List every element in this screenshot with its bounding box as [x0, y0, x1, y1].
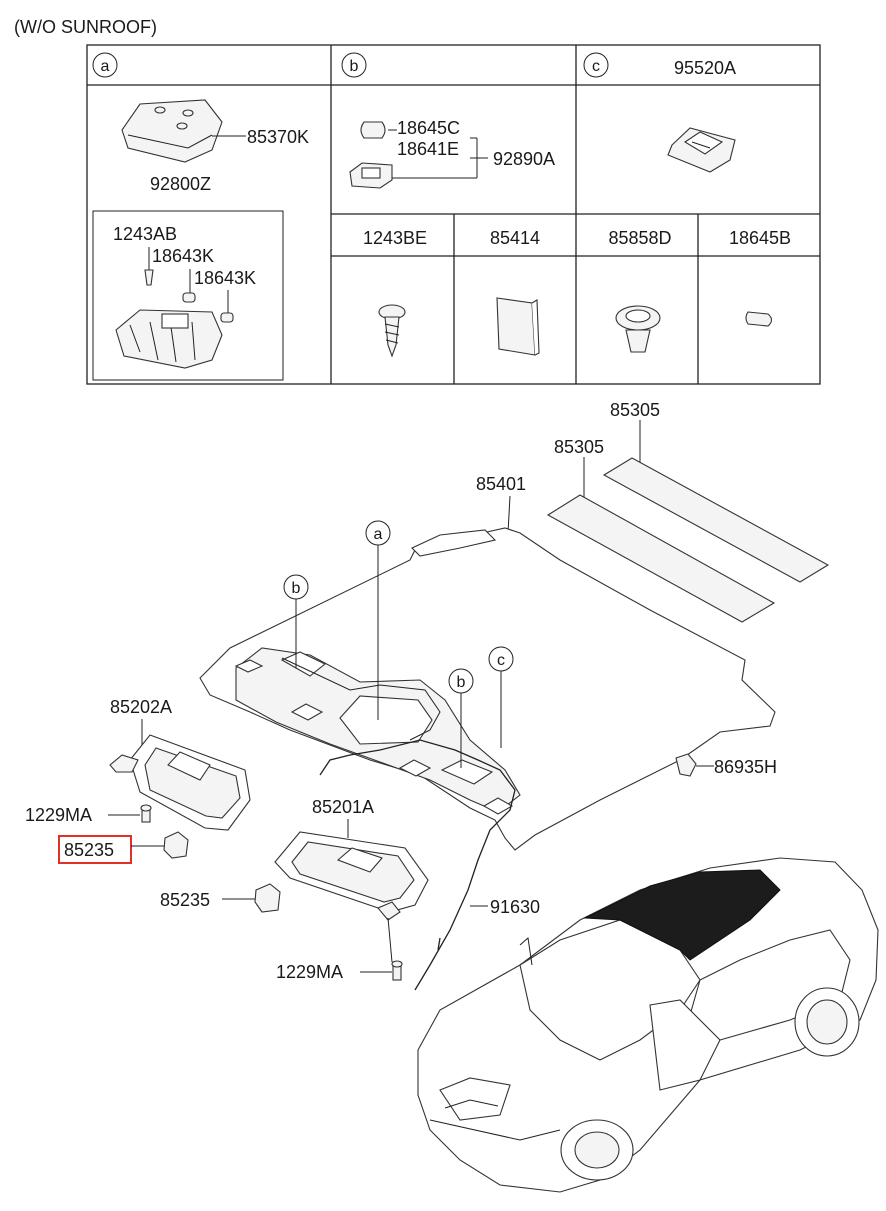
part-1243AB: 1243AB: [113, 224, 177, 244]
table-circle-c: [583, 52, 609, 78]
lamp-assembly-drawing: [115, 247, 234, 369]
table-circle-c-label: c: [592, 58, 600, 75]
diagram-title: (W/O SUNROOF): [14, 17, 157, 37]
table-circle-a-label: a: [101, 58, 110, 75]
part-18643K-b: 18643K: [194, 268, 256, 288]
label-85305-top: 85305: [610, 400, 660, 420]
callout-a-label: a: [374, 526, 383, 543]
highlight-box-85235: [58, 835, 132, 864]
headliner-drawing: [199, 527, 776, 991]
visor-holder-left-drawing: [163, 831, 189, 859]
clip-86935H-drawing: [675, 753, 697, 777]
label-85305-mid: 85305: [554, 437, 604, 457]
sensor-drawing-c: [667, 127, 736, 173]
bulb-drawing-small: [745, 311, 773, 327]
clip-drawing: [615, 305, 661, 353]
screw-left-drawing: [140, 804, 152, 823]
sun-visor-right-drawing: [274, 831, 429, 921]
part-85414: 85414: [490, 228, 540, 248]
visor-holder-right-drawing: [254, 883, 281, 913]
trim-strips: [546, 420, 830, 623]
label-85235-lower: 85235: [160, 890, 210, 910]
label-85235-highlight: 85235: [64, 840, 114, 860]
table-header-95520A: 95520A: [674, 58, 736, 78]
part-18645B: 18645B: [729, 228, 791, 248]
label-1229MA-lower: 1229MA: [276, 962, 343, 982]
sun-visor-left-drawing: [109, 734, 251, 831]
label-86935H: 86935H: [714, 757, 777, 777]
table-circle-a: [92, 52, 118, 78]
lamp-inset-box: [92, 210, 284, 381]
screw-lower-drawing: [391, 960, 403, 981]
callout-c-label: c: [497, 652, 505, 669]
pad-drawing: [496, 297, 540, 356]
room-lamp-drawing: [121, 99, 246, 163]
part-1243BE: 1243BE: [363, 228, 427, 248]
part-85858D: 85858D: [608, 228, 671, 248]
car-silhouette-drawing: [417, 857, 879, 1193]
label-85201A: 85201A: [312, 797, 374, 817]
label-91630: 91630: [490, 897, 540, 917]
part-92800Z: 92800Z: [150, 174, 211, 194]
label-85401: 85401: [476, 474, 526, 494]
callout-b-left-label: b: [292, 580, 301, 597]
table-circle-b-label: b: [350, 58, 359, 75]
parts-table: a b c 95520A 85370K 92800Z 1243AB 18643K…: [86, 44, 821, 385]
part-18641E: 18641E: [397, 139, 459, 159]
part-18643K-a: 18643K: [152, 246, 214, 266]
part-85370K: 85370K: [247, 127, 309, 147]
table-circle-b: [341, 52, 367, 78]
label-85202A: 85202A: [110, 697, 172, 717]
part-18645C: 18645C: [397, 118, 460, 138]
label-1229MA-left: 1229MA: [25, 805, 92, 825]
part-92890A: 92890A: [493, 149, 555, 169]
screw-drawing: [378, 304, 406, 358]
bulb-drawing-b: [349, 121, 488, 189]
callout-b-right-label: b: [457, 674, 466, 691]
